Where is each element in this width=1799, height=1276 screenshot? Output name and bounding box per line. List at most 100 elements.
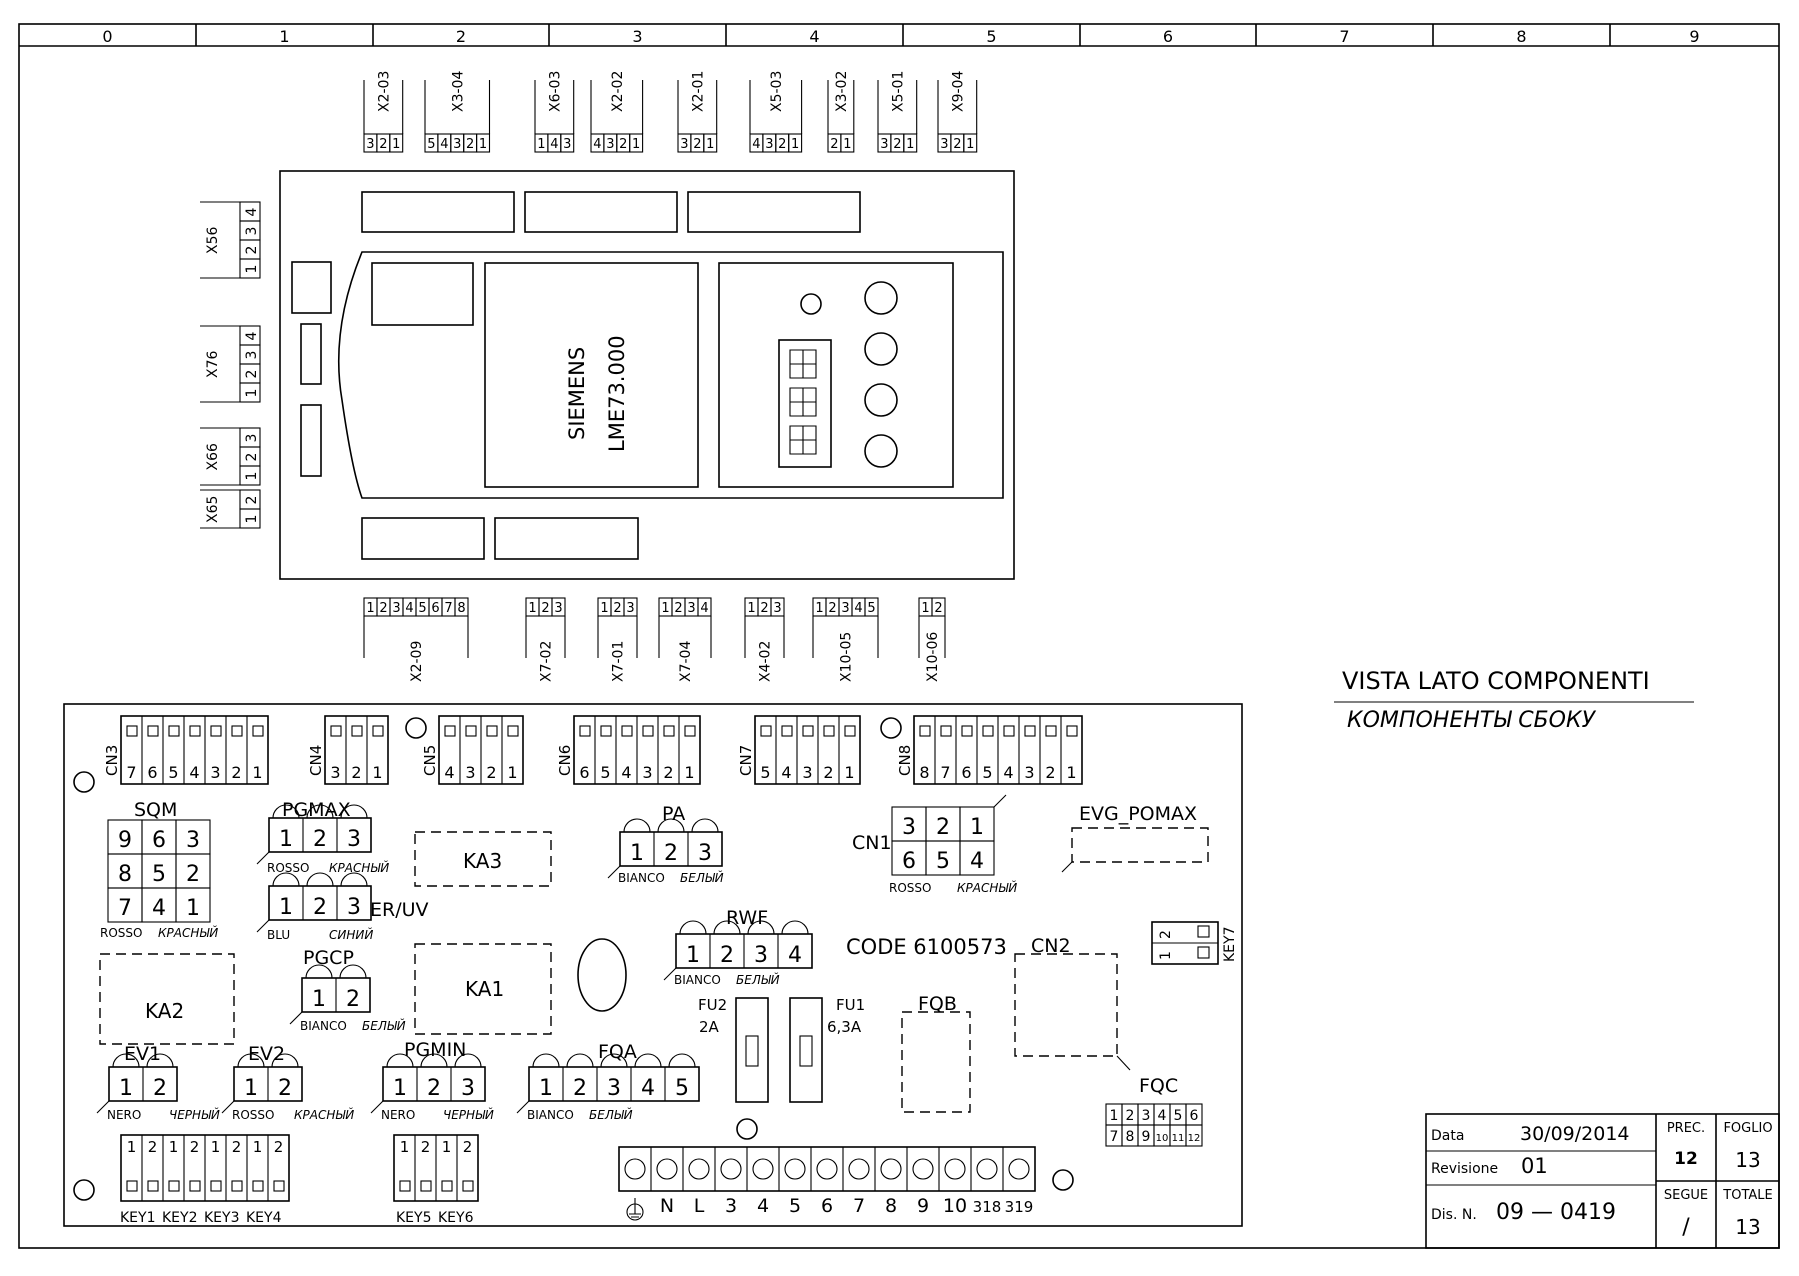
cn-header-pin: 2 [1045, 763, 1055, 782]
side-connector-pin: 2 [244, 496, 260, 505]
module-button-2[interactable] [864, 332, 898, 366]
bottom-connector-pin: 3 [554, 601, 562, 616]
module-button-3[interactable] [864, 383, 898, 417]
cn-header-pad [642, 725, 654, 737]
evg-footprint [1071, 827, 1209, 863]
cn-header-pin: 4 [621, 763, 631, 782]
sqm-wire: ROSSO [100, 926, 142, 940]
terminal-screw [624, 1158, 646, 1180]
fqb-footprint [901, 1011, 971, 1113]
dip-keys-a-pad [126, 1180, 138, 1192]
totale-label: TOTALE [1722, 1188, 1772, 1203]
cn-header-pin: 6 [961, 763, 971, 782]
top-connector-pin: 2 [893, 137, 901, 152]
dip-keys-a-pad [231, 1180, 243, 1192]
segue-label: SEGUE [1664, 1188, 1708, 1203]
top-connector-pin: 1 [966, 137, 974, 152]
module-slot-3 [687, 191, 861, 233]
terminal-screw [752, 1158, 774, 1180]
fqc-pin: 12 [1188, 1133, 1201, 1144]
pgmax-pin: 3 [347, 827, 361, 852]
cn-header-pin: 3 [1024, 763, 1034, 782]
cn-header-pad [621, 725, 633, 737]
dip-keys-a-pad [147, 1180, 159, 1192]
dip-keys-b-pad [420, 1180, 432, 1192]
ev2-pin: 2 [278, 1076, 292, 1101]
sqm-pin: 7 [118, 896, 132, 921]
eruv-pin: 3 [347, 895, 361, 920]
side-connector-pin: 2 [244, 453, 260, 462]
bottom-connector-pin: 1 [600, 601, 608, 616]
ground-icon [629, 1198, 641, 1218]
fu1-element [799, 1035, 813, 1067]
fqc-pin: 5 [1174, 1108, 1183, 1124]
fqa-pin: 5 [675, 1076, 689, 1101]
ev2-wire: ROSSO [232, 1108, 274, 1122]
mounting-hole [73, 771, 95, 793]
pgmin-pin-arc [386, 1053, 414, 1068]
top-connector-label: X9-04 [950, 71, 966, 112]
dip-keys-a-pin: 2 [232, 1138, 242, 1156]
terminal-label: 9 [917, 1195, 929, 1217]
top-connector-cell [629, 133, 644, 153]
top-connector-pin: 2 [830, 137, 838, 152]
top-connector-pin: 3 [765, 137, 773, 152]
seven-segment-display [778, 339, 832, 468]
pgmin-pin: 1 [393, 1076, 407, 1101]
bottom-connector-pin: 1 [815, 601, 823, 616]
pa-pin-arc [657, 818, 685, 833]
terminal-screw [656, 1158, 678, 1180]
mounting-hole [880, 717, 902, 739]
ev2-pin-arc [237, 1053, 265, 1068]
module-button-1[interactable] [864, 281, 898, 315]
fqc-pin: 6 [1190, 1108, 1199, 1124]
dip-keys-b-pad [462, 1180, 474, 1192]
cn-header-pad [579, 725, 591, 737]
module-slot-a [300, 323, 322, 385]
bottom-connector-pin: 1 [366, 601, 374, 616]
fqa-body [528, 1066, 700, 1102]
pgmax-wire-tick [256, 851, 270, 865]
eruv-wire-tick [256, 919, 270, 933]
cn-header-label: CN8 [896, 745, 914, 776]
ev1-wire-ru: ЧЕРНЫЙ [169, 1107, 220, 1122]
pa-pin: 1 [630, 841, 644, 866]
bottom-connector-pin: 1 [747, 601, 755, 616]
top-connector-label: X3-02 [834, 71, 850, 112]
top-connector-label: X3-04 [450, 71, 466, 112]
cn-header-pin: 1 [507, 763, 517, 782]
fqa-pin-arc [634, 1053, 662, 1068]
rwf-wire: BIANCO [674, 973, 721, 987]
module-window [371, 262, 474, 326]
bottom-connector-cell [454, 597, 469, 617]
fqc-pin: 7 [1110, 1129, 1119, 1145]
top-connector-cell [703, 133, 718, 153]
ruler-label: 2 [456, 27, 466, 46]
side-connector-label: X56 [205, 227, 221, 254]
dip-keys-a-label: KEY2 [162, 1210, 198, 1226]
mounting-hole [1052, 1169, 1074, 1191]
pgmax-pin: 2 [313, 827, 327, 852]
top-connector-label: X6-03 [547, 71, 563, 112]
cn1-pin: 1 [970, 815, 984, 840]
module-square-pad [291, 261, 332, 314]
module-button-4[interactable] [864, 434, 898, 468]
bottom-connector-cell [551, 597, 566, 617]
dip-keys-a-pad [168, 1180, 180, 1192]
bottom-connector-pin: 4 [700, 601, 708, 616]
cn1-pin: 2 [936, 815, 950, 840]
eruv-pin-arc [340, 872, 368, 887]
relay-ka3-label: KA3 [463, 849, 502, 873]
fqc-pin: 4 [1158, 1108, 1167, 1124]
ev2-pin-arc [271, 1053, 299, 1068]
top-connector-cell [476, 133, 491, 153]
cn-header-pin: 7 [940, 763, 950, 782]
cn-header-pin: 7 [126, 763, 136, 782]
cn-header-pin: 1 [252, 763, 262, 782]
side-connector-label: X65 [205, 496, 221, 523]
terminal-label: 5 [789, 1195, 801, 1217]
sqm-label: SQM [134, 799, 177, 821]
